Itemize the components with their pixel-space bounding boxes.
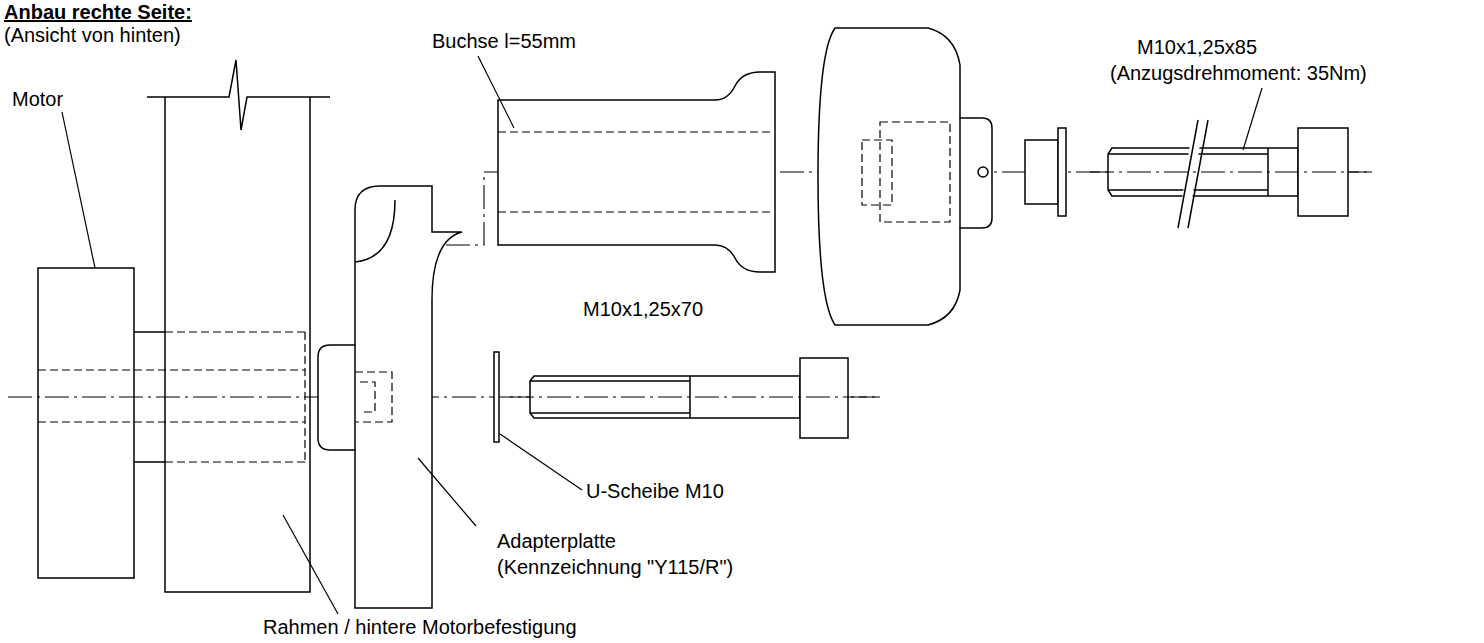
center-line	[8, 396, 880, 397]
view-note: (Ansicht von hinten)	[4, 24, 181, 46]
leader-line	[500, 434, 582, 490]
part-name: Rahmen / hintere Motorbefestigung	[263, 616, 577, 638]
center-line	[1090, 171, 1372, 172]
part-name: Motor	[12, 88, 63, 110]
hub-hole	[978, 167, 988, 177]
motor-body	[38, 268, 134, 578]
adapter-plate	[318, 186, 462, 608]
hub-edge	[959, 118, 961, 228]
leader-line	[283, 515, 338, 614]
motor-shaft	[134, 332, 165, 462]
leader-line	[418, 458, 476, 526]
bolt-spec: M10x1,25x85	[1137, 36, 1257, 58]
frame	[165, 97, 310, 592]
break-mark	[1178, 120, 1208, 228]
adapter-fillet	[355, 200, 395, 262]
hidden-bore	[862, 140, 892, 205]
part-name: U-Scheibe M10	[586, 480, 724, 502]
center-line	[510, 396, 880, 397]
drawing-title: Anbau rechte Seite:	[4, 1, 192, 23]
part-name: Buchse l=55mm	[432, 30, 576, 52]
hidden-bore	[38, 332, 305, 462]
adapter-step	[354, 345, 356, 450]
leader-line	[62, 112, 95, 268]
bolt-head	[800, 358, 848, 438]
break-line	[147, 60, 330, 130]
leader-line	[1243, 88, 1262, 150]
wheel-hub	[818, 28, 992, 325]
washer	[494, 352, 499, 442]
hidden-bore	[498, 132, 772, 212]
hidden-bore	[880, 122, 950, 222]
nut	[1025, 140, 1058, 204]
torque-note: (Anzugsdrehmoment: 35Nm)	[1110, 62, 1367, 84]
bolt-spec: M10x1,25x70	[583, 298, 703, 320]
marking-note: (Kennzeichnung "Y115/R")	[497, 556, 733, 578]
hidden-hole	[355, 372, 392, 422]
nut-flange	[1058, 128, 1066, 216]
bushing	[498, 72, 775, 272]
leader-line	[478, 56, 514, 128]
part-name: Adapterplatte	[497, 530, 616, 552]
